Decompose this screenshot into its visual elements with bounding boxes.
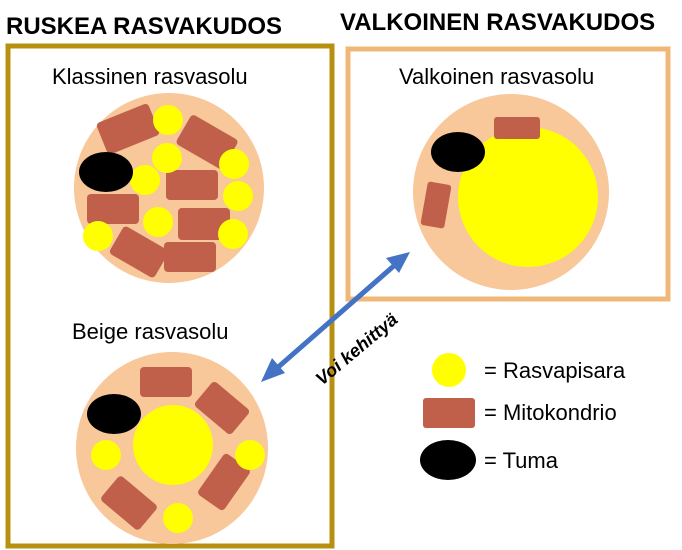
nucleus: [431, 132, 485, 172]
nucleus-legend-icon: [420, 440, 476, 480]
fat-droplet-large: [133, 405, 213, 485]
legend-nucleus-label: = Tuma: [484, 448, 559, 473]
white-cell-label: Valkoinen rasvasolu: [399, 64, 594, 89]
fat-droplet: [163, 503, 193, 533]
legend: = Rasvapisara = Mitokondrio = Tuma: [420, 353, 626, 480]
arrow-label: Voi kehittyä: [312, 309, 402, 389]
beige-fat-cell: [76, 352, 268, 544]
fat-droplet: [130, 165, 160, 195]
classic-cell-label: Klassinen rasvasolu: [52, 64, 248, 89]
nucleus: [79, 152, 133, 192]
classic-brown-fat-cell: [74, 93, 264, 283]
fat-droplet: [143, 207, 173, 237]
mitochondrion: [140, 367, 192, 397]
mitochondrion: [164, 242, 216, 272]
fat-droplet: [91, 440, 121, 470]
nucleus: [87, 394, 141, 434]
mitochondrion: [494, 117, 540, 139]
white-fat-cell: [413, 94, 609, 290]
fat-droplet: [83, 221, 113, 251]
mitochondrion: [87, 194, 139, 224]
beige-cell-label: Beige rasvasolu: [72, 319, 229, 344]
fat-droplet: [235, 440, 265, 470]
fat-droplet: [218, 219, 248, 249]
legend-mitochondrion-label: = Mitokondrio: [484, 400, 617, 425]
mitochondrion: [166, 170, 218, 200]
fat-droplet: [152, 143, 182, 173]
fat-droplet: [153, 105, 183, 135]
droplet-legend-icon: [432, 353, 466, 387]
fat-droplet: [223, 181, 253, 211]
mitochondrion-legend-icon: [423, 398, 475, 428]
brown-fat-heading: RUSKEA RASVAKUDOS: [6, 13, 282, 40]
legend-droplet-label: = Rasvapisara: [484, 358, 626, 383]
fat-droplet: [219, 149, 249, 179]
white-fat-heading: VALKOINEN RASVAKUDOS: [340, 9, 655, 36]
